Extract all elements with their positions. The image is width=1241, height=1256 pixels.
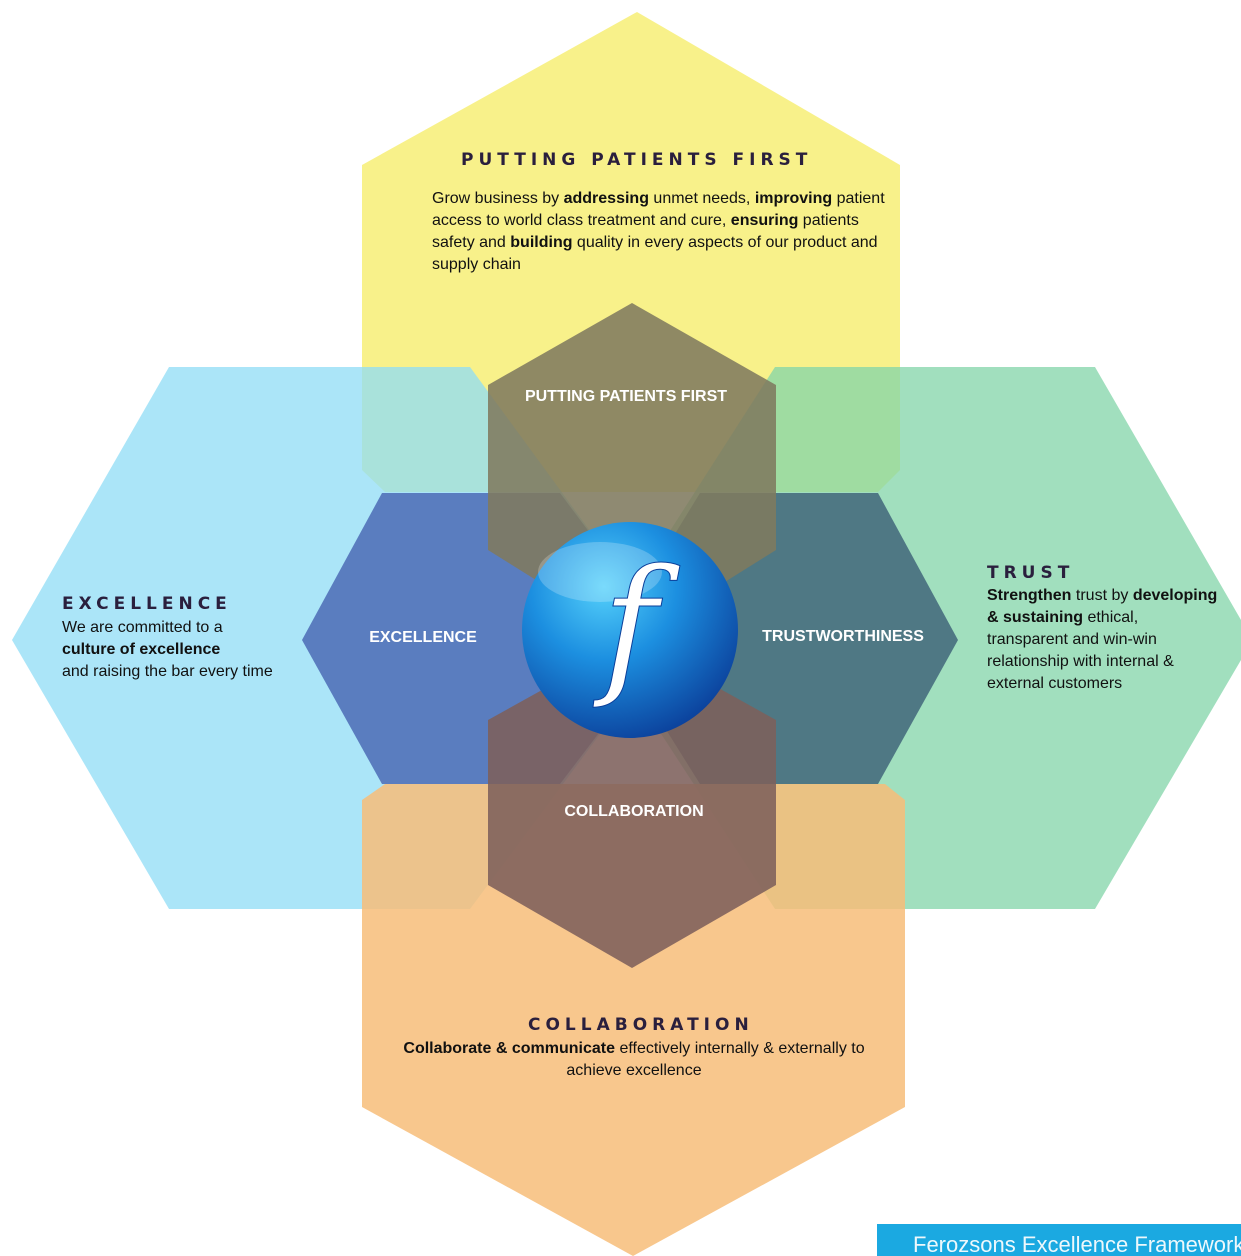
right-body-run-3: ethical, transparent and win-win relatio… <box>987 609 1174 692</box>
top-body-text: Grow business by addressing unmet needs,… <box>432 188 887 276</box>
inner-left-label: EXCELLENCE <box>369 629 477 646</box>
logo-highlight <box>538 542 662 602</box>
inner-top-label: PUTTING PATIENTS FIRST <box>524 388 728 405</box>
left-line-2: culture of excellence <box>62 641 221 658</box>
top-body-run-6: patients safety and <box>432 212 859 251</box>
bottom-heading: COLLABORATION <box>528 1015 754 1035</box>
bottom-hexagon <box>362 784 905 1256</box>
left-line-3: and raising the bar every time <box>62 663 273 680</box>
bottom-body-text: Collaborate & communicate effectively in… <box>400 1038 868 1082</box>
right-heading: TRUST <box>987 563 1075 583</box>
right-body-run-0: Strengthen <box>987 587 1072 604</box>
top-body-run-0: Grow business by <box>432 190 564 207</box>
left-heading: EXCELLENCE <box>62 594 232 614</box>
right-body-run-1: trust by <box>1071 587 1133 604</box>
top-heading: PUTTING PATIENTS FIRST <box>461 150 813 170</box>
left-line-1: We are committed to a <box>62 619 223 636</box>
footer-banner: Ferozsons Excellence Framework <box>877 1224 1241 1256</box>
top-body-run-4: patient access to world class treatment … <box>432 190 885 229</box>
inner-bottom-label: COLLABORATION <box>564 803 704 820</box>
top-body-run-5: ensuring <box>730 212 799 229</box>
bottom-body-bold: Collaborate & communicate <box>403 1040 615 1057</box>
inner-right-label: TRUSTWORTHINESS <box>762 628 924 645</box>
top-body-run-8: quality in every aspects of our product … <box>432 234 878 273</box>
bottom-body-rest: effectively internally & externally to a… <box>566 1040 865 1079</box>
top-body-run-3: improving <box>754 190 833 207</box>
top-hexagon <box>362 12 900 492</box>
top-body-run-7: building <box>510 234 573 251</box>
top-body-run-2: unmet needs, <box>648 190 755 207</box>
inner-collaboration-pentagon <box>488 640 776 968</box>
right-body-run-2: developing & sustaining <box>987 587 1218 626</box>
right-body-text: Strengthen trust by developing & sustain… <box>987 585 1222 695</box>
logo-sphere <box>522 522 738 738</box>
footer-text: Ferozsons Excellence Framework <box>913 1232 1241 1256</box>
top-body-run-1: addressing <box>563 190 649 207</box>
